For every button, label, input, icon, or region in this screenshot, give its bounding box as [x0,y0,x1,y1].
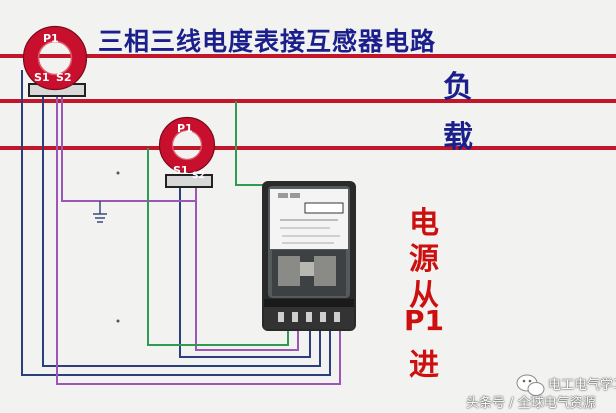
source-label-char-3: 从 [409,278,439,313]
ct2-p1-label: P1 [177,122,193,135]
ct1-p1-label: P1 [43,32,59,45]
wire-blue-ct2 [179,188,311,358]
source-label-char-5: 进 [409,348,439,383]
ct1-s2-label: S2 [56,71,72,84]
wire-blue-ct1-outer [21,70,331,376]
wire-blue-ct1-inner [42,90,321,367]
watermark-account: 电工电气学习 [548,378,616,393]
wire-green-bus-b [235,101,272,186]
wire-purple-ct1 [56,92,341,385]
junction-dot [116,319,120,323]
source-label-char-1: 电 [409,206,439,241]
source-label-char-2: 源 [409,242,439,277]
ground-symbol [93,201,107,223]
watermark-byline: 头条号 / 全球电气资源 [466,396,596,411]
load-label-char-1: 负 [443,70,473,105]
ct2-s1-label: S1 [173,164,189,177]
ct2-s2-label: S2 [192,171,205,181]
source-label-char-4: P1 [404,304,445,337]
wire-purple-s2 [61,92,197,202]
wire-purple-ct2 [195,201,299,351]
wechat-icon [516,374,545,396]
current-transformer-1 [22,25,88,97]
load-label-char-2: 载 [443,120,473,155]
current-transformer-2 [158,116,216,188]
wire-green-bus-c [147,148,289,346]
diagram-title: 三相三线电度表接互感器电路 [98,27,437,56]
watt-hour-meter [262,181,356,331]
junction-dot [116,171,120,175]
ct1-s1-label: S1 [34,71,50,84]
